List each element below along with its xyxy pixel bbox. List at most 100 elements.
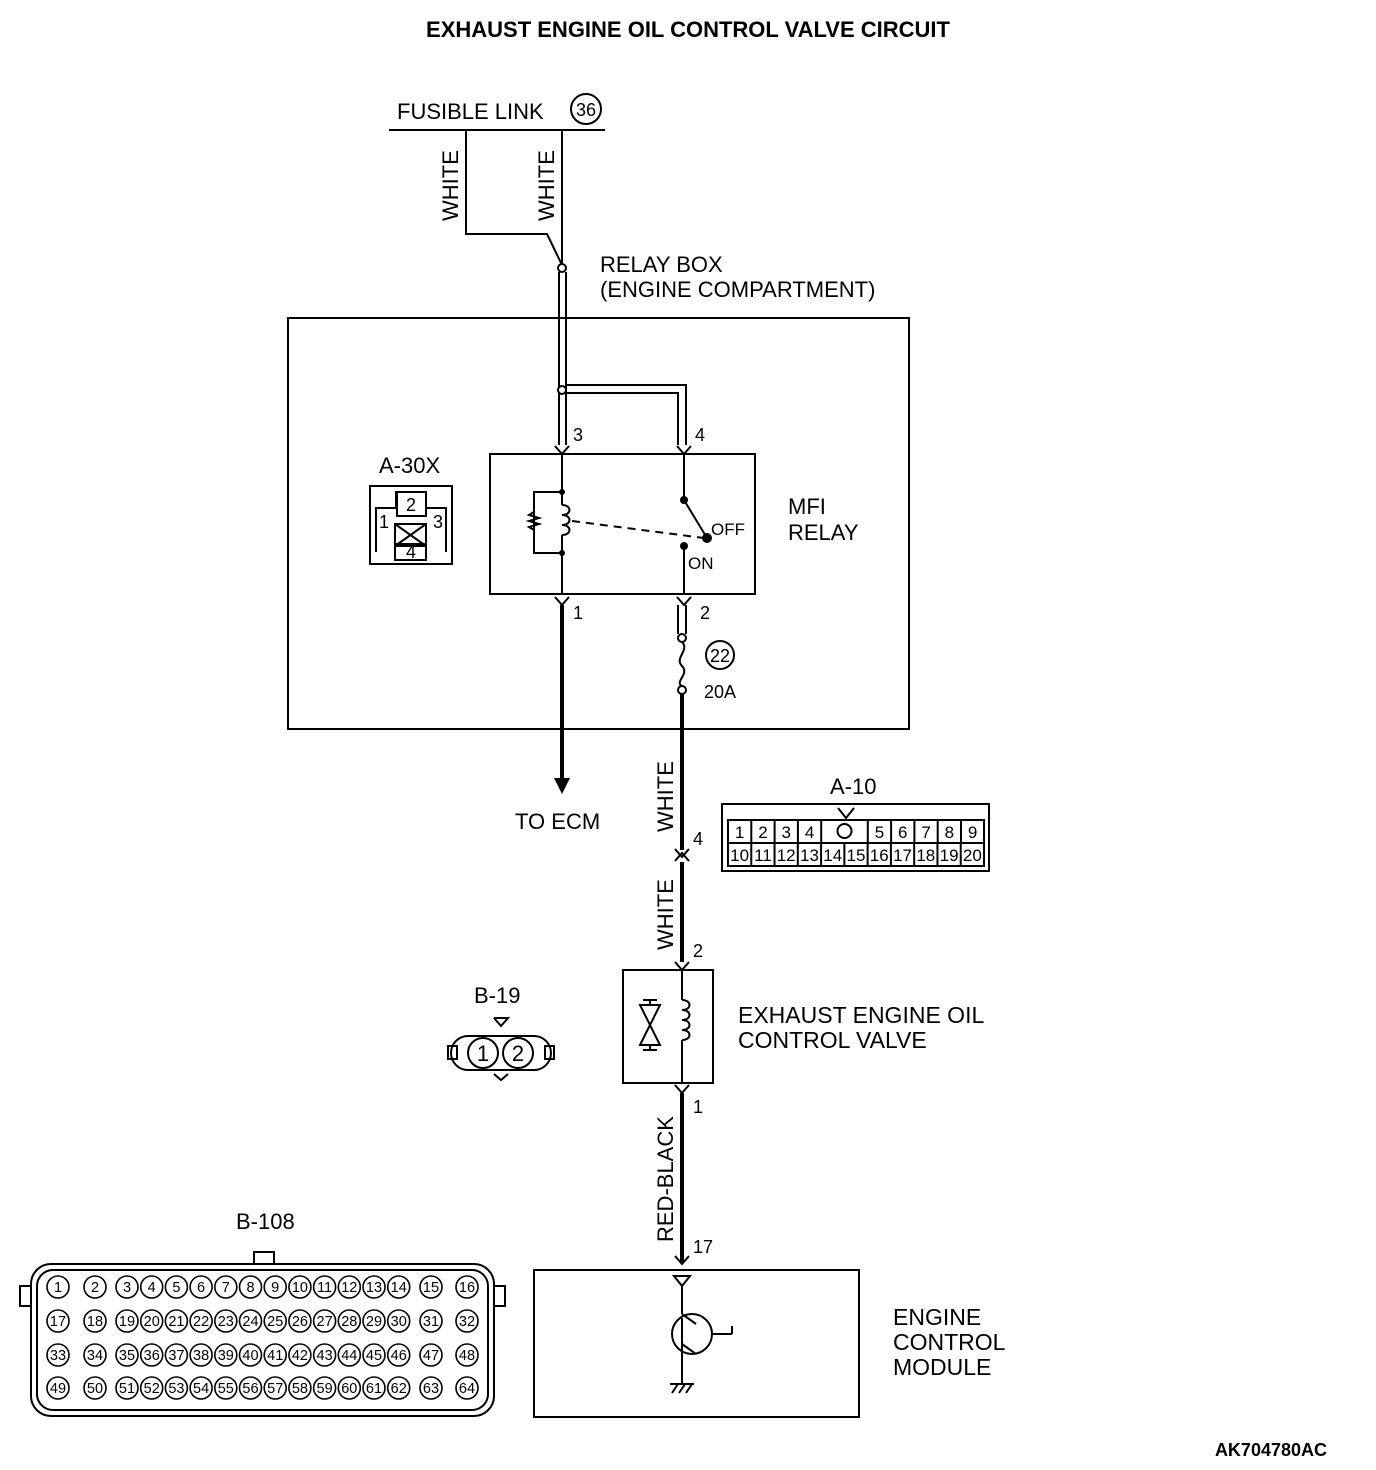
b108-pin-circle (189, 1343, 213, 1367)
b108-pin: 47 (423, 1348, 439, 1364)
b108-pin: 13 (366, 1280, 382, 1296)
b108-pin-circle (164, 1275, 189, 1299)
b108-pin-circle (312, 1275, 337, 1299)
b108-pin-circle (214, 1343, 238, 1367)
b108-pin: 54 (193, 1381, 209, 1397)
a10-pin: 7 (921, 823, 930, 842)
fuse-number: 22 (710, 646, 730, 666)
b108-pin-circle (337, 1275, 362, 1299)
figure-code: AK704780AC (1215, 1440, 1327, 1460)
b108-pin: 56 (242, 1381, 258, 1397)
b108-pin: 23 (218, 1314, 234, 1330)
b108-pin-circle (362, 1275, 386, 1299)
b108-pin: 32 (459, 1314, 475, 1330)
ecm-pin-17-label: 17 (693, 1237, 713, 1257)
b108-pin: 17 (50, 1314, 66, 1330)
a30x-pin-4: 4 (406, 542, 416, 562)
fusible-link-wires (465, 130, 687, 445)
b108-pin-circle (288, 1376, 312, 1400)
b108-pin-circle (455, 1376, 479, 1400)
b108-pin-circle (214, 1275, 238, 1299)
connector-a30x: A-30X 2 1 3 4 (369, 453, 453, 565)
b108-pin: 10 (292, 1280, 308, 1296)
b108-pin: 22 (193, 1314, 209, 1330)
b108-pin: 19 (119, 1314, 135, 1330)
valve-pin-2-label: 2 (693, 941, 703, 961)
engine-control-module (533, 1269, 860, 1418)
b108-pin: 20 (144, 1314, 160, 1330)
relay-pin-2: 2 (700, 603, 710, 623)
b108-pin: 44 (341, 1348, 357, 1364)
a10-pin: 13 (800, 846, 819, 865)
b108-pin: 3 (123, 1280, 131, 1296)
b108-pin-circle (419, 1343, 443, 1367)
b108-pin-circle (189, 1309, 213, 1333)
b108-pin-circle (337, 1309, 362, 1333)
fusible-link-number-circle (570, 93, 602, 125)
b108-pin-circle (139, 1376, 164, 1400)
ecm-label-line3: MODULE (893, 1354, 991, 1380)
b108-pin: 12 (341, 1280, 357, 1296)
b108-pin-circle (419, 1376, 443, 1400)
b108-pin: 4 (148, 1280, 156, 1296)
b108-pin-circle (455, 1275, 479, 1299)
relay-off-label: OFF (711, 520, 745, 539)
b108-pin-circle (164, 1376, 189, 1400)
b108-pin-circle (214, 1376, 238, 1400)
a10-pin: 4 (805, 823, 814, 842)
b108-pin: 25 (267, 1314, 283, 1330)
relay-on-label: ON (688, 554, 714, 573)
b108-pin: 63 (423, 1381, 439, 1397)
wire-color-white-1: WHITE (438, 150, 463, 221)
b108-pin: 50 (87, 1381, 103, 1397)
mfi-relay-label-line1: MFI (788, 494, 826, 519)
b108-pin: 6 (197, 1280, 205, 1296)
wire-color-white-2: WHITE (534, 150, 559, 221)
a10-pin: 6 (898, 823, 907, 842)
b19-pin-2: 2 (512, 1041, 524, 1066)
b108-pin-circle (455, 1309, 479, 1333)
b108-pin-circle (419, 1275, 443, 1299)
ecm-label-line1: ENGINE (893, 1304, 981, 1330)
b108-pin-circle (139, 1275, 164, 1299)
b108-pin: 28 (341, 1314, 357, 1330)
b108-pin: 49 (50, 1381, 66, 1397)
b108-pin-circle (362, 1343, 386, 1367)
b108-pin-circle (46, 1343, 70, 1367)
b108-pin: 7 (222, 1280, 230, 1296)
b108-pin-circle (337, 1343, 362, 1367)
a30x-pin-2: 2 (406, 495, 416, 515)
b108-pin: 1 (54, 1280, 62, 1296)
relay-pin-4: 4 (695, 425, 705, 445)
b108-pin-circle (386, 1343, 411, 1367)
b108-pin: 46 (391, 1348, 407, 1364)
fuse-rating: 20A (704, 682, 736, 702)
b108-pin-circle (214, 1309, 238, 1333)
fusible-link-label: FUSIBLE LINK (397, 99, 544, 124)
b108-pin-circle (362, 1309, 386, 1333)
a10-pin: 5 (875, 823, 884, 842)
b108-pin: 2 (91, 1280, 99, 1296)
b108-pin-circle (115, 1343, 139, 1367)
b108-pin-circle (115, 1275, 139, 1299)
a30x-pin-3: 3 (433, 512, 443, 532)
b108-pin: 35 (119, 1348, 135, 1364)
b108-pin-circle (46, 1275, 70, 1299)
b108-pin: 53 (168, 1381, 184, 1397)
b108-pin: 64 (459, 1381, 475, 1397)
b108-pin-circle (263, 1343, 288, 1367)
b108-pin-circle (46, 1376, 70, 1400)
a10-pin: 17 (893, 846, 912, 865)
connector-b19-label: B-19 (474, 983, 520, 1008)
ecm-label-line2: CONTROL (893, 1329, 1006, 1355)
a10-pin: 11 (754, 846, 772, 865)
a10-pin: 15 (847, 846, 866, 865)
b108-pin-circle (115, 1376, 139, 1400)
b108-pin-circle (189, 1275, 213, 1299)
b108-pin: 60 (341, 1381, 357, 1397)
a10-pin: 12 (777, 846, 796, 865)
wire-color-red-black: RED-BLACK (653, 1116, 678, 1242)
b108-pin-circle (189, 1376, 213, 1400)
